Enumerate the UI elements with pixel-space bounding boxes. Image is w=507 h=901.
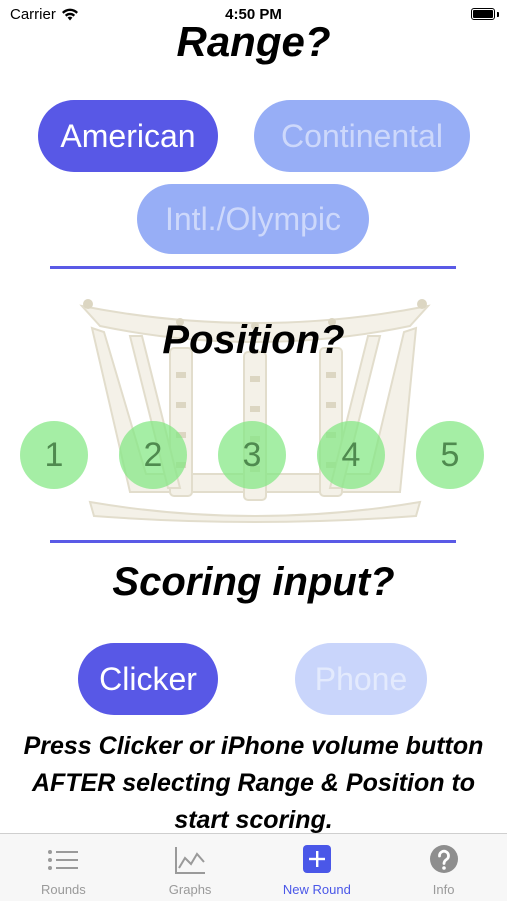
position-2-button[interactable]: 2 [119,421,187,489]
status-time: 4:50 PM [225,6,282,23]
list-icon [48,850,79,870]
range-american-button[interactable]: American [38,100,218,172]
instructions-text: Press Clicker or iPhone volume button AF… [23,732,484,834]
battery-tip [497,12,499,17]
tab-bar: Rounds Graphs New Round Info [0,833,507,901]
tab-label: Graphs [168,882,212,897]
tab-label: New Round [282,882,351,897]
carrier-indicator: Carrier [10,6,79,23]
scoring-phone-button[interactable]: Phone [295,643,427,715]
battery-icon [471,8,495,20]
tab-new-round[interactable]: New Round [254,834,381,901]
tab-label: Info [432,882,455,897]
status-bar: Carrier 4:50 PM [0,0,507,30]
tab-label: Rounds [40,882,86,897]
tab-info[interactable]: Info [380,834,507,901]
position-5-button[interactable]: 5 [416,421,484,489]
position-3-button[interactable]: 3 [218,421,286,489]
plus-square-icon [302,845,331,873]
line-chart-icon [175,847,206,874]
position-1-button[interactable]: 1 [20,421,88,489]
scoring-title: Scoring input? [112,560,395,604]
question-circle-icon [429,845,458,873]
range-layout-diagram [79,299,431,523]
position-title: Position? [162,318,345,362]
tab-graphs[interactable]: Graphs [127,834,254,901]
scoring-clicker-button[interactable]: Clicker [78,643,218,715]
range-olympic-button[interactable]: Intl./Olympic [137,184,369,254]
section-divider [50,266,456,269]
position-4-button[interactable]: 4 [317,421,385,489]
wifi-icon [61,8,78,21]
range-title: Range? [176,18,331,65]
section-divider [50,540,456,543]
range-continental-button[interactable]: Continental [254,100,470,172]
tab-rounds[interactable]: Rounds [0,834,127,901]
carrier-label: Carrier [10,6,56,23]
